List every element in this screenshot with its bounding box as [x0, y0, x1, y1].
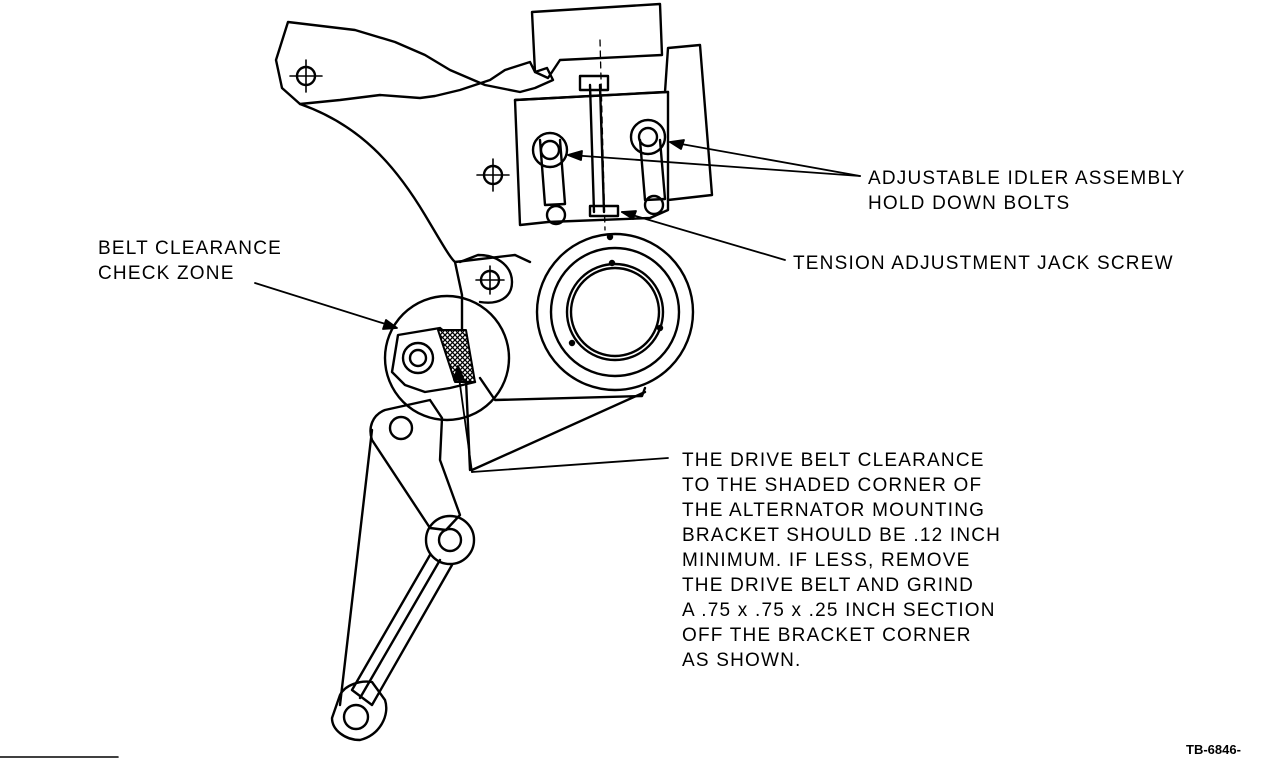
- upper-flange-bracket: [274, 20, 555, 106]
- figure-id: TB-6846-: [1186, 742, 1241, 757]
- adjusting-arm-lower: [470, 390, 647, 472]
- upper-flange-bracket-lower-edge: [298, 102, 457, 264]
- clearance-note-line: TO THE SHADED CORNER OF: [682, 475, 983, 496]
- small-bolt-left: [545, 204, 567, 226]
- small-bolt-right: [643, 194, 665, 216]
- clearance-note-line: THE DRIVE BELT CLEARANCE: [682, 450, 985, 471]
- leader-belt-zone: [254, 282, 398, 330]
- idler-bolts-label-line2: HOLD DOWN BOLTS: [868, 193, 1071, 214]
- bracket-web-left: [453, 260, 464, 332]
- shaded-bracket-corner: [437, 329, 476, 383]
- alternator-mount-hole: [401, 341, 435, 375]
- adjustment-slot-right: [638, 138, 667, 202]
- clearance-note-line: MINIMUM. IF LESS, REMOVE: [682, 550, 971, 571]
- clearance-note-line: THE DRIVE BELT AND GRIND: [682, 575, 975, 596]
- crosshair-hole-upper: [289, 59, 323, 93]
- leader-shaded-corner: [453, 365, 669, 473]
- long-brace-line: [338, 428, 374, 707]
- adjustment-slot-left: [538, 138, 567, 207]
- clearance-note-line: BRACKET SHOULD BE .12 INCH: [682, 525, 1002, 546]
- idler-bolts-label: ADJUSTABLE IDLER ASSEMBLY HOLD DOWN BOLT…: [868, 166, 1186, 216]
- idler-housing-top: [530, 2, 664, 80]
- clearance-note-line: THE ALTERNATOR MOUNTING: [682, 500, 986, 521]
- belt-check-zone-label-line2: CHECK ZONE: [98, 263, 235, 284]
- hold-down-bolt-right: [629, 118, 667, 156]
- clearance-note-line: AS SHOWN.: [682, 650, 802, 671]
- clearance-note-line: OFF THE BRACKET CORNER: [682, 625, 972, 646]
- jack-screw-nut: [588, 204, 620, 218]
- crosshair-hole-middle: [476, 158, 510, 192]
- bottom-link-joint: [330, 680, 388, 742]
- hold-down-bolt-left: [531, 131, 569, 169]
- idler-pulley: [535, 232, 695, 392]
- jack-screw-rod-right: [598, 83, 606, 214]
- jack-screw-head: [578, 74, 610, 92]
- belt-clearance-check-zone: [383, 294, 511, 422]
- lower-link-bar: [350, 553, 454, 707]
- jack-screw-label-line1: TENSION ADJUSTMENT JACK SCREW: [793, 253, 1174, 274]
- bracket-web-edge: [453, 253, 532, 264]
- idler-bolts-label-line1: ADJUSTABLE IDLER ASSEMBLY: [868, 168, 1186, 189]
- clearance-note-line: A .75 x .75 x .25 INCH SECTION: [682, 600, 996, 621]
- clearance-note: THE DRIVE BELT CLEARANCE TO THE SHADED C…: [682, 448, 1001, 673]
- jack-screw-label: TENSION ADJUSTMENT JACK SCREW: [793, 251, 1174, 276]
- leader-jack-screw: [621, 210, 786, 261]
- jack-screw-centerline: [599, 39, 606, 231]
- pivot-ear: [458, 253, 514, 304]
- middle-link-joint: [424, 514, 476, 566]
- jack-screw-rod-left: [588, 83, 596, 214]
- lower-link-inner-line: [358, 558, 442, 700]
- belt-check-zone-label: BELT CLEARANCE CHECK ZONE: [98, 236, 282, 286]
- belt-check-zone-label-line1: BELT CLEARANCE: [98, 238, 282, 259]
- leader-idler-bolts: [567, 139, 861, 177]
